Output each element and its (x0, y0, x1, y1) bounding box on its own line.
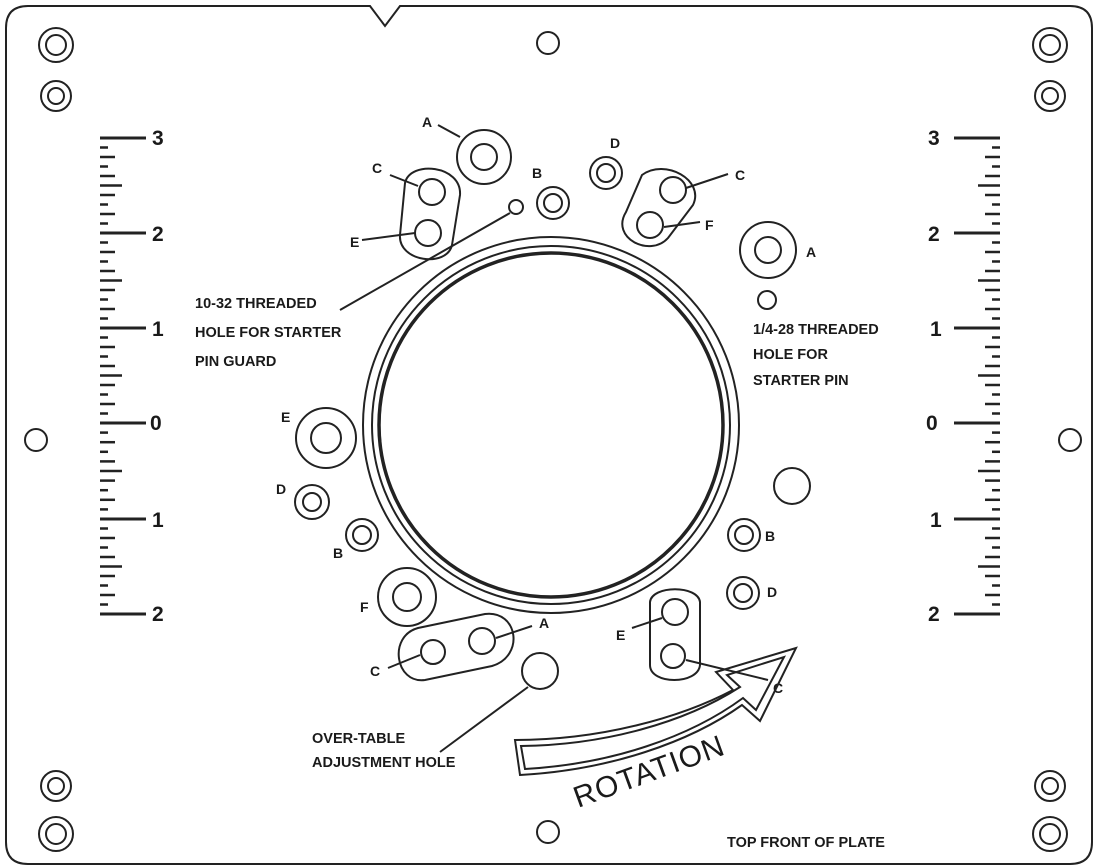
label-b-right: B (765, 528, 775, 544)
edge-hole-top (536, 31, 560, 55)
label-d-top: D (610, 135, 620, 151)
scale-right-label-2: 2 (928, 223, 940, 246)
corner-hole-tr2 (1034, 80, 1066, 112)
label-d-right: D (767, 584, 777, 600)
svg-text:ADJUSTMENT HOLE: ADJUSTMENT HOLE (312, 755, 456, 771)
hole-a-top-left (456, 129, 512, 185)
scale-right-label-1: 1 (930, 318, 942, 341)
label-c-bottom-left: C (370, 663, 380, 679)
threaded-hole-starter-pin (757, 290, 777, 310)
svg-text:OVER-TABLE: OVER-TABLE (312, 731, 406, 747)
hole-d-left (294, 484, 330, 520)
scale-right-label-1b: 1 (930, 509, 942, 532)
scale-left (100, 136, 146, 616)
rotation-arrow (513, 646, 798, 777)
corner-hole-bl2 (38, 816, 74, 852)
label-e-right: E (616, 627, 625, 643)
label-a-top-left: A (422, 114, 432, 130)
scale-left-label-1: 1 (152, 318, 164, 341)
corner-hole-tl1 (38, 27, 74, 63)
label-c-top-right: C (735, 167, 745, 183)
svg-text:10-32 THREADED: 10-32 THREADED (195, 296, 317, 312)
corner-hole-tr1 (1032, 27, 1068, 63)
svg-text:PIN GUARD: PIN GUARD (195, 354, 276, 370)
hole-f-left (377, 567, 437, 627)
label-c-top-left: C (372, 160, 382, 176)
over-table-adjustment-hole (521, 652, 559, 690)
label-a-right: A (806, 244, 816, 260)
hole-d-right (726, 576, 760, 610)
hole-b-left (345, 518, 379, 552)
label-b-top: B (532, 165, 542, 181)
hole-b-right (727, 518, 761, 552)
svg-text:1/4-28 THREADED: 1/4-28 THREADED (753, 322, 879, 338)
label-a-bottom-left: A (539, 615, 549, 631)
edge-hole-right (1058, 428, 1082, 452)
note-starter-pin: 1/4-28 THREADED HOLE FOR STARTER PIN (753, 322, 879, 389)
slot-c-a-bottom-left (397, 612, 515, 682)
hole-b-top (536, 186, 570, 220)
label-f-left: F (360, 599, 369, 615)
edge-hole-bottom (536, 820, 560, 844)
hole-a-right (739, 221, 797, 279)
edge-hole-left (24, 428, 48, 452)
label-f-top-right: F (705, 217, 714, 233)
svg-text:STARTER PIN: STARTER PIN (753, 373, 849, 389)
edge-holes (24, 31, 1082, 844)
svg-text:HOLE FOR: HOLE FOR (753, 347, 828, 363)
scale-right-label-2b: 2 (928, 603, 940, 626)
label-b-left: B (333, 545, 343, 561)
rotation-label: ROTATION (569, 729, 729, 814)
scale-right-label-3: 3 (928, 127, 940, 150)
corner-hole-br1 (1034, 770, 1066, 802)
scale-left-label-2b: 2 (152, 603, 164, 626)
scale-right (954, 136, 1000, 616)
label-e-left: E (281, 409, 290, 425)
note-starter-pin-guard: 10-32 THREADED HOLE FOR STARTER PIN GUAR… (195, 296, 342, 370)
slot-e-c-right (649, 588, 701, 681)
corner-hole-bl1 (40, 770, 72, 802)
hole-plain-right (773, 467, 811, 505)
svg-text:HOLE FOR STARTER: HOLE FOR STARTER (195, 325, 342, 341)
hole-e-left (295, 407, 357, 469)
plate-outline (5, 5, 1093, 865)
label-e-top-left: E (350, 234, 359, 250)
threaded-hole-starter-pin-guard (508, 199, 524, 215)
note-top-front: TOP FRONT OF PLATE (727, 835, 885, 851)
scale-left-label-3: 3 (152, 127, 164, 150)
corner-hole-tl2 (40, 80, 72, 112)
hole-d-top (589, 156, 623, 190)
slot-c-e-top-left (398, 167, 462, 261)
label-d-left: D (276, 481, 286, 497)
scale-left-label-2: 2 (152, 223, 164, 246)
corner-hole-br2 (1032, 816, 1068, 852)
center-opening (362, 236, 740, 614)
scale-right-label-0: 0 (926, 412, 938, 435)
corner-holes (38, 27, 1068, 852)
slot-c-f-top-right (621, 168, 697, 248)
scale-left-label-0: 0 (150, 412, 162, 435)
label-c-right: C (773, 680, 783, 696)
note-over-table: OVER-TABLE ADJUSTMENT HOLE (312, 731, 456, 771)
scale-left-label-1b: 1 (152, 509, 164, 532)
